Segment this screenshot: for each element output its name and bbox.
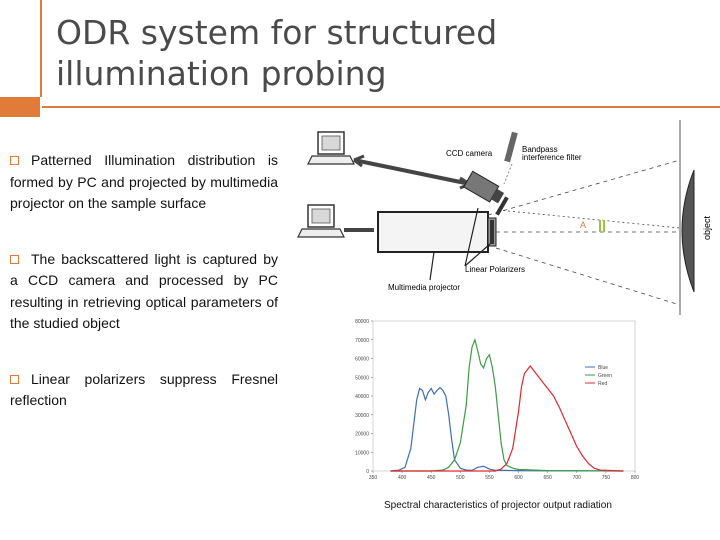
angle-label: A xyxy=(580,220,586,230)
bullet-text: Linear polarizers suppress Fresnel refle… xyxy=(10,370,278,409)
bullet-item: The backscattered light is captured by a… xyxy=(10,249,278,335)
pc-computer-icon xyxy=(307,131,355,165)
bullet-text: The backscattered light is captured by a… xyxy=(10,250,278,332)
slide-title: ODR system for structured illumination p… xyxy=(56,12,656,94)
bullet-item: Patterned Illumination distribution is f… xyxy=(10,150,278,215)
object-sample-icon xyxy=(681,169,695,293)
y-tick-label: 70000 xyxy=(355,338,369,344)
legend-label: Blue xyxy=(598,365,608,371)
bullet-text: Patterned Illumination distribution is f… xyxy=(10,152,278,211)
legend-label: Green xyxy=(598,373,612,379)
pc-computer-icon xyxy=(297,204,345,238)
object-label: object xyxy=(702,215,712,240)
y-tick-label: 80000 xyxy=(355,319,369,325)
legend-label: Red xyxy=(598,381,607,387)
projector-label: Multimedia projector xyxy=(388,283,460,292)
polarizers-label: Linear Polarizers xyxy=(465,265,525,274)
polarizer-icon xyxy=(495,196,509,216)
title-accent-bar xyxy=(40,0,42,97)
y-tick-label: 10000 xyxy=(355,450,369,456)
projector-body xyxy=(377,211,489,253)
x-tick-label: 550 xyxy=(485,475,494,481)
series-line-blue xyxy=(390,386,624,472)
data-link-arrow xyxy=(353,158,471,186)
x-tick-label: 500 xyxy=(456,475,465,481)
bullet-list: Patterned Illumination distribution is f… xyxy=(10,150,278,446)
figure-caption: Spectral characteristics of projector ou… xyxy=(384,500,612,511)
y-tick-label: 20000 xyxy=(355,432,369,438)
x-tick-label: 600 xyxy=(514,475,523,481)
hollow-square-icon xyxy=(10,374,19,384)
y-tick-label: 50000 xyxy=(355,375,369,381)
y-tick-label: 40000 xyxy=(355,394,369,400)
spectral-chart: 0 10000 20000 30000 40000 50000 60000 70000 8000… xyxy=(355,319,640,481)
x-tick-label: 350 xyxy=(369,475,378,481)
series-line-green xyxy=(390,337,624,472)
plot-frame xyxy=(372,320,636,472)
y-tick-label: 0 xyxy=(366,469,369,475)
setup-diagram: CCD camera Bandpass interference filter … xyxy=(297,120,712,315)
bandpass-filter-icon xyxy=(504,131,518,163)
x-tick-label: 400 xyxy=(398,475,407,481)
y-tick-label: 30000 xyxy=(355,413,369,419)
x-tick-label: 650 xyxy=(543,475,552,481)
hollow-square-icon xyxy=(10,254,19,264)
bullet-item: Linear polarizers suppress Fresnel refle… xyxy=(10,369,278,412)
x-tick-label: 750 xyxy=(602,475,611,481)
series-line-red xyxy=(390,365,624,472)
x-tick-label: 450 xyxy=(427,475,436,481)
slide-title-line2: illumination probing xyxy=(56,54,387,93)
y-tick-label: 60000 xyxy=(355,357,369,363)
hollow-square-icon xyxy=(10,156,19,165)
polarizer-icon xyxy=(490,220,494,244)
slide-title-line1: ODR system for structured xyxy=(56,13,498,52)
title-accent-block xyxy=(0,97,40,117)
x-tick-label: 800 xyxy=(631,475,640,481)
ccd-camera-icon xyxy=(462,170,505,204)
x-tick-label: 700 xyxy=(573,475,582,481)
bandpass-label: interference filter xyxy=(522,153,582,162)
bandpass-label: Bandpass xyxy=(522,145,558,154)
ccd-camera-label: CCD camera xyxy=(446,149,493,158)
title-divider xyxy=(42,106,720,108)
